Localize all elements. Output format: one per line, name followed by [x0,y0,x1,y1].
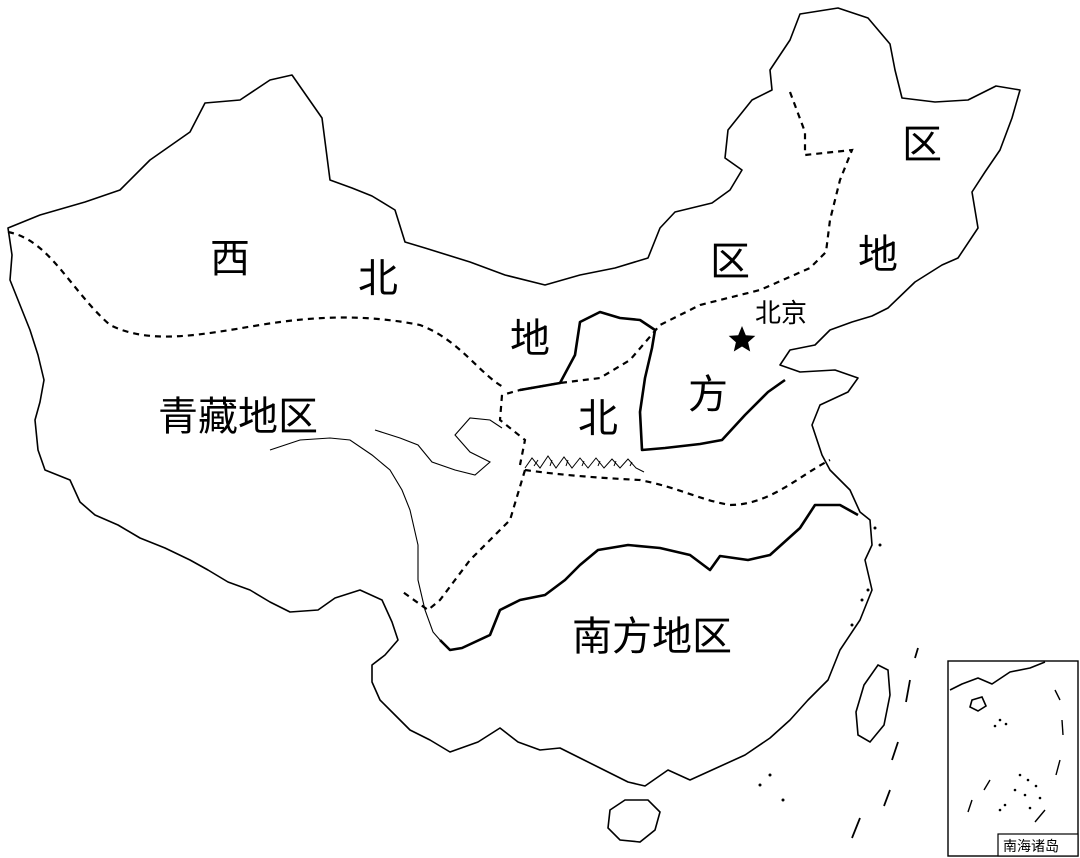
inset-title: 南海诸岛 [1003,839,1059,855]
capital-label: 北京 [755,299,807,329]
hainan-island [607,799,661,843]
svg-text:区: 区 [902,122,942,168]
region-qingzang: 青藏地区 [158,394,318,440]
region-northwest: 西 北 地 区 [210,236,750,362]
boundary-qingzang-north [498,394,527,466]
boundary-northwest-qingzang [7,230,506,389]
taiwan-island [855,663,891,744]
boundary-qingzang-south [399,469,527,612]
region-south: 南方地区 [572,614,732,660]
svg-text:西: 西 [210,236,250,282]
svg-text:北: 北 [358,256,398,302]
yangtze-river [439,503,859,652]
river-upper-yellow [374,417,503,476]
svg-text:地: 地 [510,316,550,362]
coastal-islets [758,526,882,802]
region-north: 北 方 地 区 [578,122,942,442]
qinling-mountains-icon [524,455,645,473]
capital-beijing: 北京 [728,299,807,352]
svg-text:地: 地 [858,232,898,278]
svg-text:北: 北 [578,396,618,442]
yellow-river [519,310,786,452]
svg-text:区: 区 [710,239,750,285]
star-icon [728,326,756,352]
river-upper-yangtze [269,437,441,641]
boundary-qingling-huaihe [524,459,831,507]
national-border [7,7,1021,787]
south-china-sea-inset: 南海诸岛 [947,660,1079,857]
svg-text:方: 方 [688,372,728,418]
boundary-northwest-north [501,91,854,397]
maritime-boundary [851,647,919,839]
